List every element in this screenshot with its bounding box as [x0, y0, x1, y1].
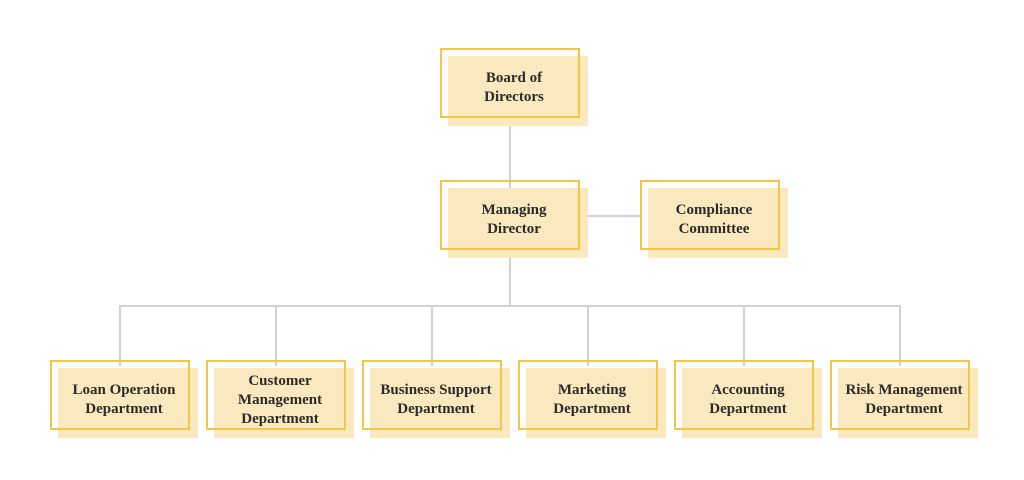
connector-drop-marketing	[587, 305, 589, 366]
connector-spine	[119, 305, 901, 307]
node-shadow	[648, 188, 788, 258]
node-label: Accounting Department	[709, 382, 787, 417]
node-frame	[362, 360, 502, 430]
node-shadow	[448, 56, 588, 126]
node-label: Compliance Committee	[675, 202, 753, 237]
connector-drop-customer-management	[275, 305, 277, 366]
connector-drop-business-support	[431, 305, 433, 366]
connector-managing-to-spine	[509, 250, 511, 307]
node-frame	[640, 180, 780, 250]
node-frame	[440, 48, 580, 118]
node-shadow	[58, 368, 198, 438]
connector-drop-accounting	[743, 305, 745, 366]
node-business-support-department: Business Support Department	[362, 360, 510, 438]
node-marketing-department: Marketing Department	[518, 360, 666, 438]
node-accounting-department: Accounting Department	[674, 360, 822, 438]
node-frame	[440, 180, 580, 250]
node-compliance-committee: Compliance Committee	[640, 180, 788, 258]
node-shadow	[526, 368, 666, 438]
node-label: Loan Operation Department	[72, 382, 176, 417]
node-board-of-directors: Board of Directors	[440, 48, 588, 126]
node-label: Customer Management Department	[237, 372, 323, 427]
node-customer-management-department: Customer Management Department	[206, 360, 354, 438]
node-risk-management-department: Risk Management Department	[830, 360, 978, 438]
connector-drop-risk-management	[899, 305, 901, 366]
node-label: Business Support Department	[380, 382, 492, 417]
node-frame	[50, 360, 190, 430]
node-frame	[518, 360, 658, 430]
node-loan-operation-department: Loan Operation Department	[50, 360, 198, 438]
node-shadow	[214, 368, 354, 438]
node-shadow	[682, 368, 822, 438]
node-frame	[830, 360, 970, 430]
node-shadow	[448, 188, 588, 258]
connector-board-to-managing	[509, 118, 511, 188]
node-label: Board of Directors	[484, 70, 544, 105]
node-label: Managing Director	[481, 202, 547, 237]
node-frame	[206, 360, 346, 430]
node-frame	[674, 360, 814, 430]
node-shadow	[370, 368, 510, 438]
connector-managing-to-compliance	[580, 215, 640, 217]
node-label: Risk Management Department	[845, 382, 963, 417]
node-shadow	[838, 368, 978, 438]
node-managing-director: Managing Director	[440, 180, 588, 258]
connector-drop-loan-operation	[119, 305, 121, 366]
node-label: Marketing Department	[553, 382, 631, 417]
